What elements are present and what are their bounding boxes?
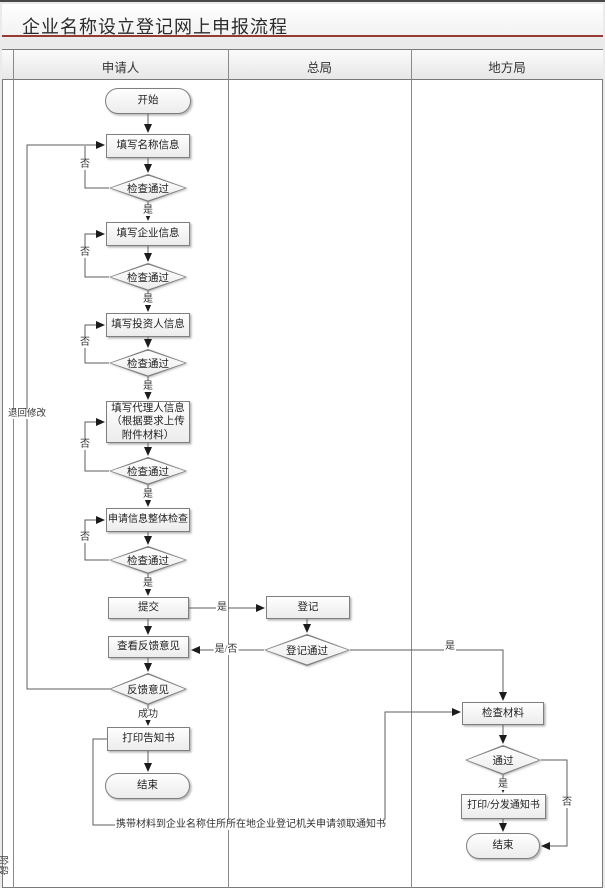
node-check-3: 检查通过 bbox=[109, 349, 187, 377]
node-overall-check: 申请信息整体检查 bbox=[106, 508, 190, 532]
node-start: 开始 bbox=[105, 88, 191, 114]
lane-header-local-bureau: 地方局 bbox=[488, 61, 526, 75]
lane-header-row bbox=[2, 49, 603, 80]
node-check-1: 检查通过 bbox=[109, 174, 187, 202]
edge-label-carry-materials: 携带材料到企业名称住所所在地企业登记机关申请领取通知书 bbox=[115, 819, 387, 830]
node-check-1-label: 检查通过 bbox=[127, 183, 169, 195]
edge-label-no: 否 bbox=[79, 532, 91, 543]
lane-header-central-bureau: 总局 bbox=[306, 61, 332, 75]
edge-label-yes: 是 bbox=[444, 641, 456, 652]
stage-label: 阶段 bbox=[0, 855, 8, 876]
edge-label-yes: 是 bbox=[142, 205, 154, 216]
node-register-pass: 登记通过 bbox=[264, 634, 350, 666]
node-check-2-label: 检查通过 bbox=[127, 272, 169, 284]
node-fill-investor-info-label: 填写投资人信息 bbox=[111, 319, 185, 331]
node-check-4-label: 检查通过 bbox=[127, 466, 169, 478]
node-fill-company-info-label: 填写企业信息 bbox=[116, 228, 180, 240]
node-start-label: 开始 bbox=[137, 95, 159, 107]
node-check-materials: 检查材料 bbox=[462, 702, 544, 725]
node-print-notice-label: 打印告知书 bbox=[122, 733, 175, 745]
node-feedback: 反馈意见 bbox=[109, 673, 187, 705]
node-register-pass-label: 登记通过 bbox=[286, 645, 328, 657]
node-check-3-label: 检查通过 bbox=[127, 358, 169, 370]
node-fill-name-info-label: 填写名称信息 bbox=[116, 140, 180, 152]
edge-label-no: 否 bbox=[79, 439, 91, 450]
lane-divider-1 bbox=[228, 49, 229, 888]
node-end-applicant: 结束 bbox=[105, 773, 190, 799]
node-check-materials-label: 检查材料 bbox=[482, 707, 524, 719]
node-end-local-label: 结束 bbox=[492, 840, 514, 852]
edge-label-no: 否 bbox=[79, 159, 91, 170]
node-fill-agent-info-label: 填写代理人信息（根据要求上传附件材料） bbox=[111, 403, 185, 441]
node-check-5: 检查通过 bbox=[109, 546, 187, 574]
lane-divider-2 bbox=[411, 49, 412, 888]
node-feedback-label: 反馈意见 bbox=[127, 684, 169, 696]
edge-label-yes: 是 bbox=[497, 779, 509, 790]
edge-label-yes: 是 bbox=[142, 489, 154, 500]
edge-label-no: 否 bbox=[561, 797, 573, 808]
edge-label-yes: 是 bbox=[142, 294, 154, 305]
edge-label-return-modify: 退回修改 bbox=[6, 409, 48, 420]
node-view-feedback: 查看反馈意见 bbox=[108, 636, 189, 658]
edge-label-yes: 是 bbox=[216, 602, 228, 613]
lane-header-applicant: 申请人 bbox=[101, 61, 140, 75]
node-view-feedback-label: 查看反馈意见 bbox=[117, 641, 180, 653]
node-fill-company-info: 填写企业信息 bbox=[106, 222, 190, 246]
edge-label-yes: 是 bbox=[142, 578, 154, 589]
edge-label-success: 成功 bbox=[137, 709, 159, 720]
node-check-5-label: 检查通过 bbox=[127, 555, 169, 567]
title-underline bbox=[2, 35, 603, 37]
stage-column-divider bbox=[13, 49, 14, 888]
node-overall-check-label: 申请信息整体检查 bbox=[108, 513, 188, 525]
edge-label-no: 否 bbox=[79, 247, 91, 258]
page-title: 企业名称设立登记网上申报流程 bbox=[22, 17, 288, 37]
node-print-distribute: 打印/分发通知书 bbox=[461, 794, 546, 819]
edge-label-yes-or-no: 是/否 bbox=[213, 644, 239, 655]
edge-label-no: 否 bbox=[79, 337, 91, 348]
node-fill-name-info: 填写名称信息 bbox=[106, 134, 190, 158]
node-submit-label: 提交 bbox=[138, 602, 159, 614]
node-fill-agent-info: 填写代理人信息（根据要求上传附件材料） bbox=[106, 401, 190, 443]
node-pass-label: 通过 bbox=[492, 755, 514, 767]
edge-label-yes: 是 bbox=[142, 381, 154, 392]
node-register-label: 登记 bbox=[297, 601, 319, 613]
node-pass: 通过 bbox=[465, 745, 541, 775]
node-check-2: 检查通过 bbox=[109, 263, 187, 291]
node-submit: 提交 bbox=[108, 597, 189, 619]
node-fill-investor-info: 填写投资人信息 bbox=[106, 313, 190, 337]
node-register: 登记 bbox=[266, 596, 350, 619]
node-print-notice: 打印告知书 bbox=[107, 727, 190, 751]
node-end-applicant-label: 结束 bbox=[137, 780, 158, 792]
node-print-distribute-label: 打印/分发通知书 bbox=[467, 800, 540, 812]
title-bar: 企业名称设立登记网上申报流程 bbox=[2, 4, 603, 37]
node-check-4: 检查通过 bbox=[109, 457, 187, 485]
node-end-local: 结束 bbox=[466, 833, 540, 859]
